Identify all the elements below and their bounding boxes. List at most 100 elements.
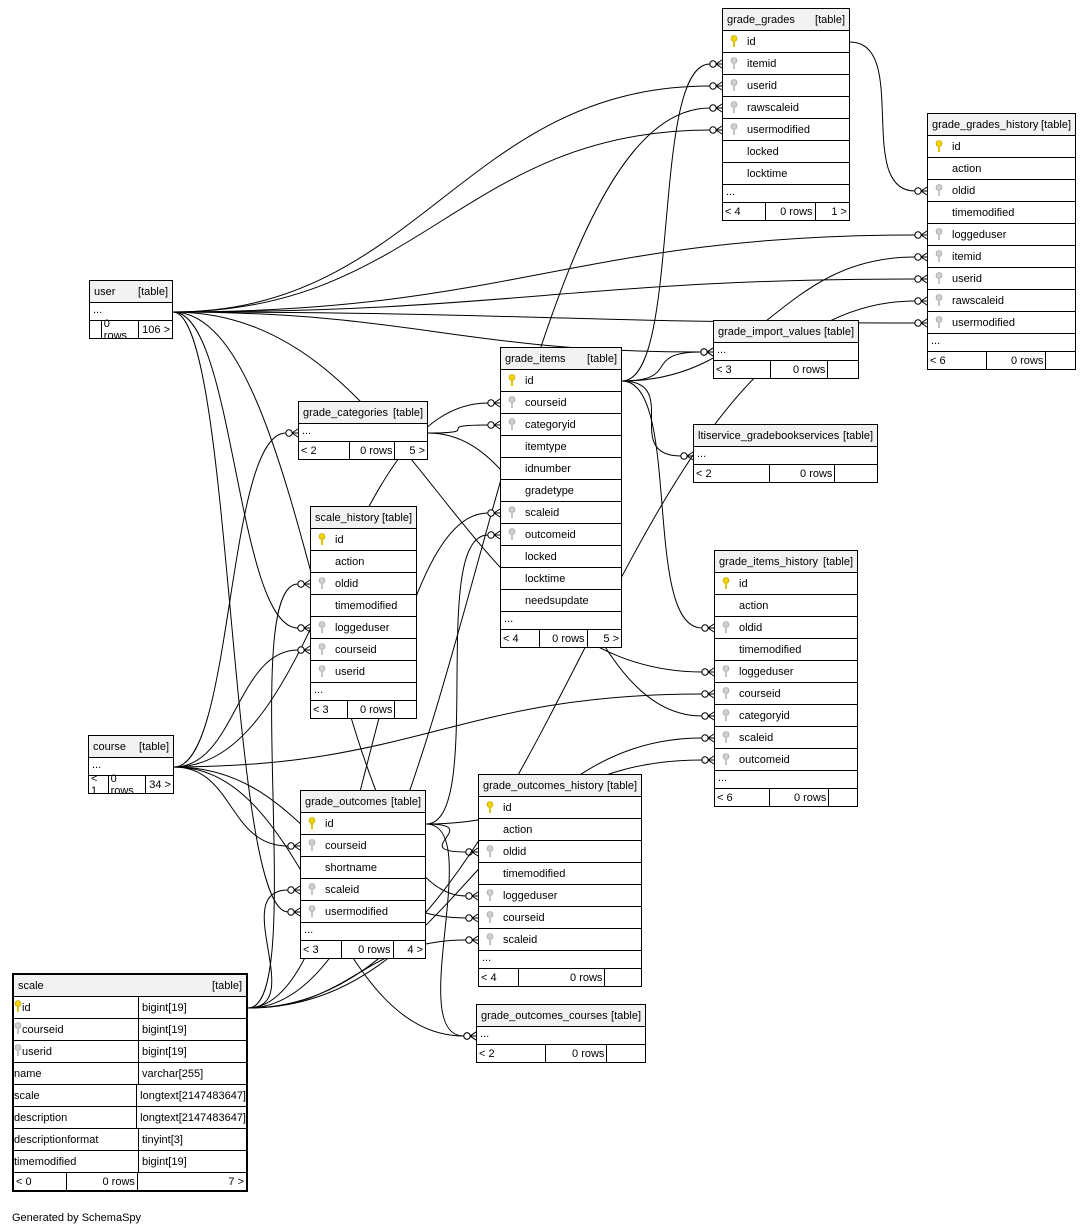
column-row[interactable]: oldid bbox=[479, 841, 641, 863]
children-count[interactable] bbox=[605, 969, 641, 986]
children-count[interactable]: 5 > bbox=[603, 632, 619, 645]
column-row[interactable]: categoryid bbox=[501, 414, 621, 436]
children-count[interactable] bbox=[835, 465, 877, 482]
column-row[interactable]: action bbox=[311, 551, 416, 573]
column-row[interactable]: idnumber bbox=[501, 458, 621, 480]
children-count[interactable]: 4 > bbox=[407, 943, 423, 956]
column-row[interactable]: courseid bbox=[301, 835, 425, 857]
children-count[interactable]: 7 > bbox=[228, 1175, 244, 1188]
table-header[interactable]: grade_items[table] bbox=[501, 348, 621, 370]
column-row[interactable]: itemid bbox=[928, 246, 1075, 268]
column-row[interactable]: oldid bbox=[928, 180, 1075, 202]
children-count[interactable] bbox=[395, 701, 416, 718]
column-row[interactable]: courseid bbox=[311, 639, 416, 661]
column-row[interactable]: loggeduser bbox=[715, 661, 857, 683]
column-row[interactable]: gradetype bbox=[501, 480, 621, 502]
parents-count[interactable]: < 2 bbox=[299, 442, 351, 459]
parents-count[interactable]: < 3 bbox=[301, 941, 343, 958]
table-header[interactable]: scale[table] bbox=[14, 975, 246, 997]
parents-count[interactable]: < 1 bbox=[89, 773, 109, 797]
column-row[interactable]: rawscaleid bbox=[723, 97, 849, 119]
column-row[interactable]: action bbox=[479, 819, 641, 841]
parents-count[interactable]: < 6 bbox=[928, 352, 988, 369]
column-row[interactable]: action bbox=[928, 158, 1075, 180]
column-row[interactable]: timemodified bbox=[715, 639, 857, 661]
column-row[interactable]: usermodified bbox=[928, 312, 1075, 334]
column-row[interactable]: id bbox=[928, 136, 1075, 158]
column-row[interactable]: outcomeid bbox=[715, 749, 857, 771]
column-row[interactable]: id bbox=[479, 797, 641, 819]
column-row[interactable]: usermodified bbox=[723, 119, 849, 141]
parents-count[interactable] bbox=[90, 321, 102, 338]
children-count[interactable]: 5 > bbox=[409, 444, 425, 457]
parents-count[interactable]: < 6 bbox=[715, 789, 771, 806]
table-header[interactable]: grade_import_values[table] bbox=[714, 321, 858, 343]
children-count[interactable] bbox=[1046, 352, 1075, 369]
column-row[interactable]: oldid bbox=[715, 617, 857, 639]
column-row[interactable]: timemodified bbox=[928, 202, 1075, 224]
column-row[interactable]: scaleid bbox=[501, 502, 621, 524]
table-header[interactable]: grade_outcomes_history[table] bbox=[479, 775, 641, 797]
table-header[interactable]: scale_history[table] bbox=[311, 507, 416, 529]
parents-count[interactable]: < 4 bbox=[479, 969, 519, 986]
children-count[interactable]: 1 > bbox=[831, 205, 847, 218]
parents-count[interactable]: < 4 bbox=[723, 203, 767, 220]
parents-count[interactable]: < 3 bbox=[714, 361, 772, 378]
column-row[interactable]: courseid bbox=[479, 907, 641, 929]
column-row[interactable]: oldid bbox=[311, 573, 416, 595]
column-row[interactable]: itemtype bbox=[501, 436, 621, 458]
column-row[interactable]: needsupdate bbox=[501, 590, 621, 612]
column-row[interactable]: shortname bbox=[301, 857, 425, 879]
table-header[interactable]: grade_outcomes[table] bbox=[301, 791, 425, 813]
column-row[interactable]: id bbox=[301, 813, 425, 835]
column-row[interactable]: rawscaleid bbox=[928, 290, 1075, 312]
table-header[interactable]: grade_items_history[table] bbox=[715, 551, 857, 573]
column-row[interactable]: action bbox=[715, 595, 857, 617]
parents-count[interactable]: < 2 bbox=[477, 1045, 547, 1062]
column-row[interactable]: userid bbox=[311, 661, 416, 683]
column-row[interactable]: usermodified bbox=[301, 901, 425, 923]
parents-count[interactable]: < 4 bbox=[501, 630, 541, 647]
column-row[interactable]: timemodified bbox=[311, 595, 416, 617]
column-row[interactable]: loggeduser bbox=[928, 224, 1075, 246]
column-row[interactable]: locked bbox=[723, 141, 849, 163]
column-row[interactable]: scaleid bbox=[301, 879, 425, 901]
children-count[interactable]: 34 > bbox=[149, 778, 171, 791]
column-row[interactable]: userid bbox=[723, 75, 849, 97]
parents-count[interactable]: < 0 bbox=[14, 1173, 68, 1190]
table-header[interactable]: grade_grades_history[table] bbox=[928, 114, 1075, 136]
parents-count[interactable]: < 2 bbox=[694, 465, 771, 482]
column-row[interactable]: outcomeid bbox=[501, 524, 621, 546]
column-row[interactable]: locktime bbox=[723, 163, 849, 185]
children-count[interactable] bbox=[828, 361, 858, 378]
column-row[interactable]: timemodified bbox=[479, 863, 641, 885]
table-header[interactable]: grade_categories[table] bbox=[299, 402, 427, 424]
column-row[interactable]: scaleid bbox=[479, 929, 641, 951]
column-row[interactable]: itemid bbox=[723, 53, 849, 75]
column-row[interactable]: id bbox=[311, 529, 416, 551]
children-count[interactable] bbox=[829, 789, 857, 806]
column-row[interactable]: id bbox=[715, 573, 857, 595]
column-row[interactable]: courseid bbox=[715, 683, 857, 705]
column-row[interactable]: userid bbox=[928, 268, 1075, 290]
table-ltiservice-gradebookservices[interactable]: ltiservice_gradebookservices[table]...< … bbox=[693, 424, 878, 483]
